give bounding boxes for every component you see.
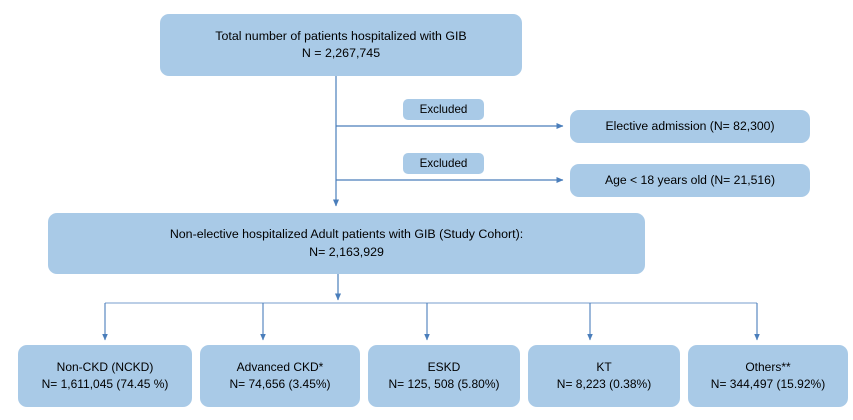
node-study-cohort: Non-elective hospitalized Adult patients… <box>48 213 645 274</box>
node-eskd-line2: N= 125, 508 (5.80%) <box>388 377 500 391</box>
node-total-line1: Total number of patients hospitalized wi… <box>215 28 467 43</box>
node-kt-line1: KT <box>596 360 612 375</box>
node-advckd-line2: N= 74,656 (3.45%) <box>229 377 331 391</box>
node-cohort-line2: N= 2,163,929 <box>309 244 384 259</box>
node-others: Others** N= 344,497 (15.92%) <box>688 345 848 407</box>
node-advanced-ckd: Advanced CKD* N= 74,656 (3.45%) <box>200 345 360 407</box>
node-kidney-transplant: KT N= 8,223 (0.38%) <box>528 345 680 407</box>
node-eskd-line1: ESKD <box>427 360 461 375</box>
node-kt-line2: N= 8,223 (0.38%) <box>556 377 652 391</box>
node-others-line1: Others** <box>745 360 791 375</box>
excluded-label-2: Excluded <box>419 156 468 170</box>
node-excluded-tag-1: Excluded <box>403 99 484 120</box>
node-cohort-line1: Non-elective hospitalized Adult patients… <box>169 227 524 242</box>
node-excluded-tag-2: Excluded <box>403 153 484 174</box>
node-age-under-18: Age < 18 years old (N= 21,516) <box>570 164 810 197</box>
node-nckd-line1: Non-CKD (NCKD) <box>56 360 154 375</box>
node-age-line1: Age < 18 years old (N= 21,516) <box>604 173 776 188</box>
excluded-label-1: Excluded <box>419 102 468 116</box>
node-others-line2: N= 344,497 (15.92%) <box>710 377 826 391</box>
node-total-line2: N = 2,267,745 <box>301 46 381 60</box>
node-non-ckd: Non-CKD (NCKD) N= 1,611,045 (74.45 %) <box>18 345 192 407</box>
node-advckd-line1: Advanced CKD* <box>236 360 324 375</box>
node-eskd: ESKD N= 125, 508 (5.80%) <box>368 345 520 407</box>
node-elective-admission: Elective admission (N= 82,300) <box>570 110 810 143</box>
node-total-patients: Total number of patients hospitalized wi… <box>160 14 522 76</box>
node-elective-line1: Elective admission (N= 82,300) <box>605 119 775 134</box>
node-nckd-line2: N= 1,611,045 (74.45 %) <box>41 377 169 391</box>
